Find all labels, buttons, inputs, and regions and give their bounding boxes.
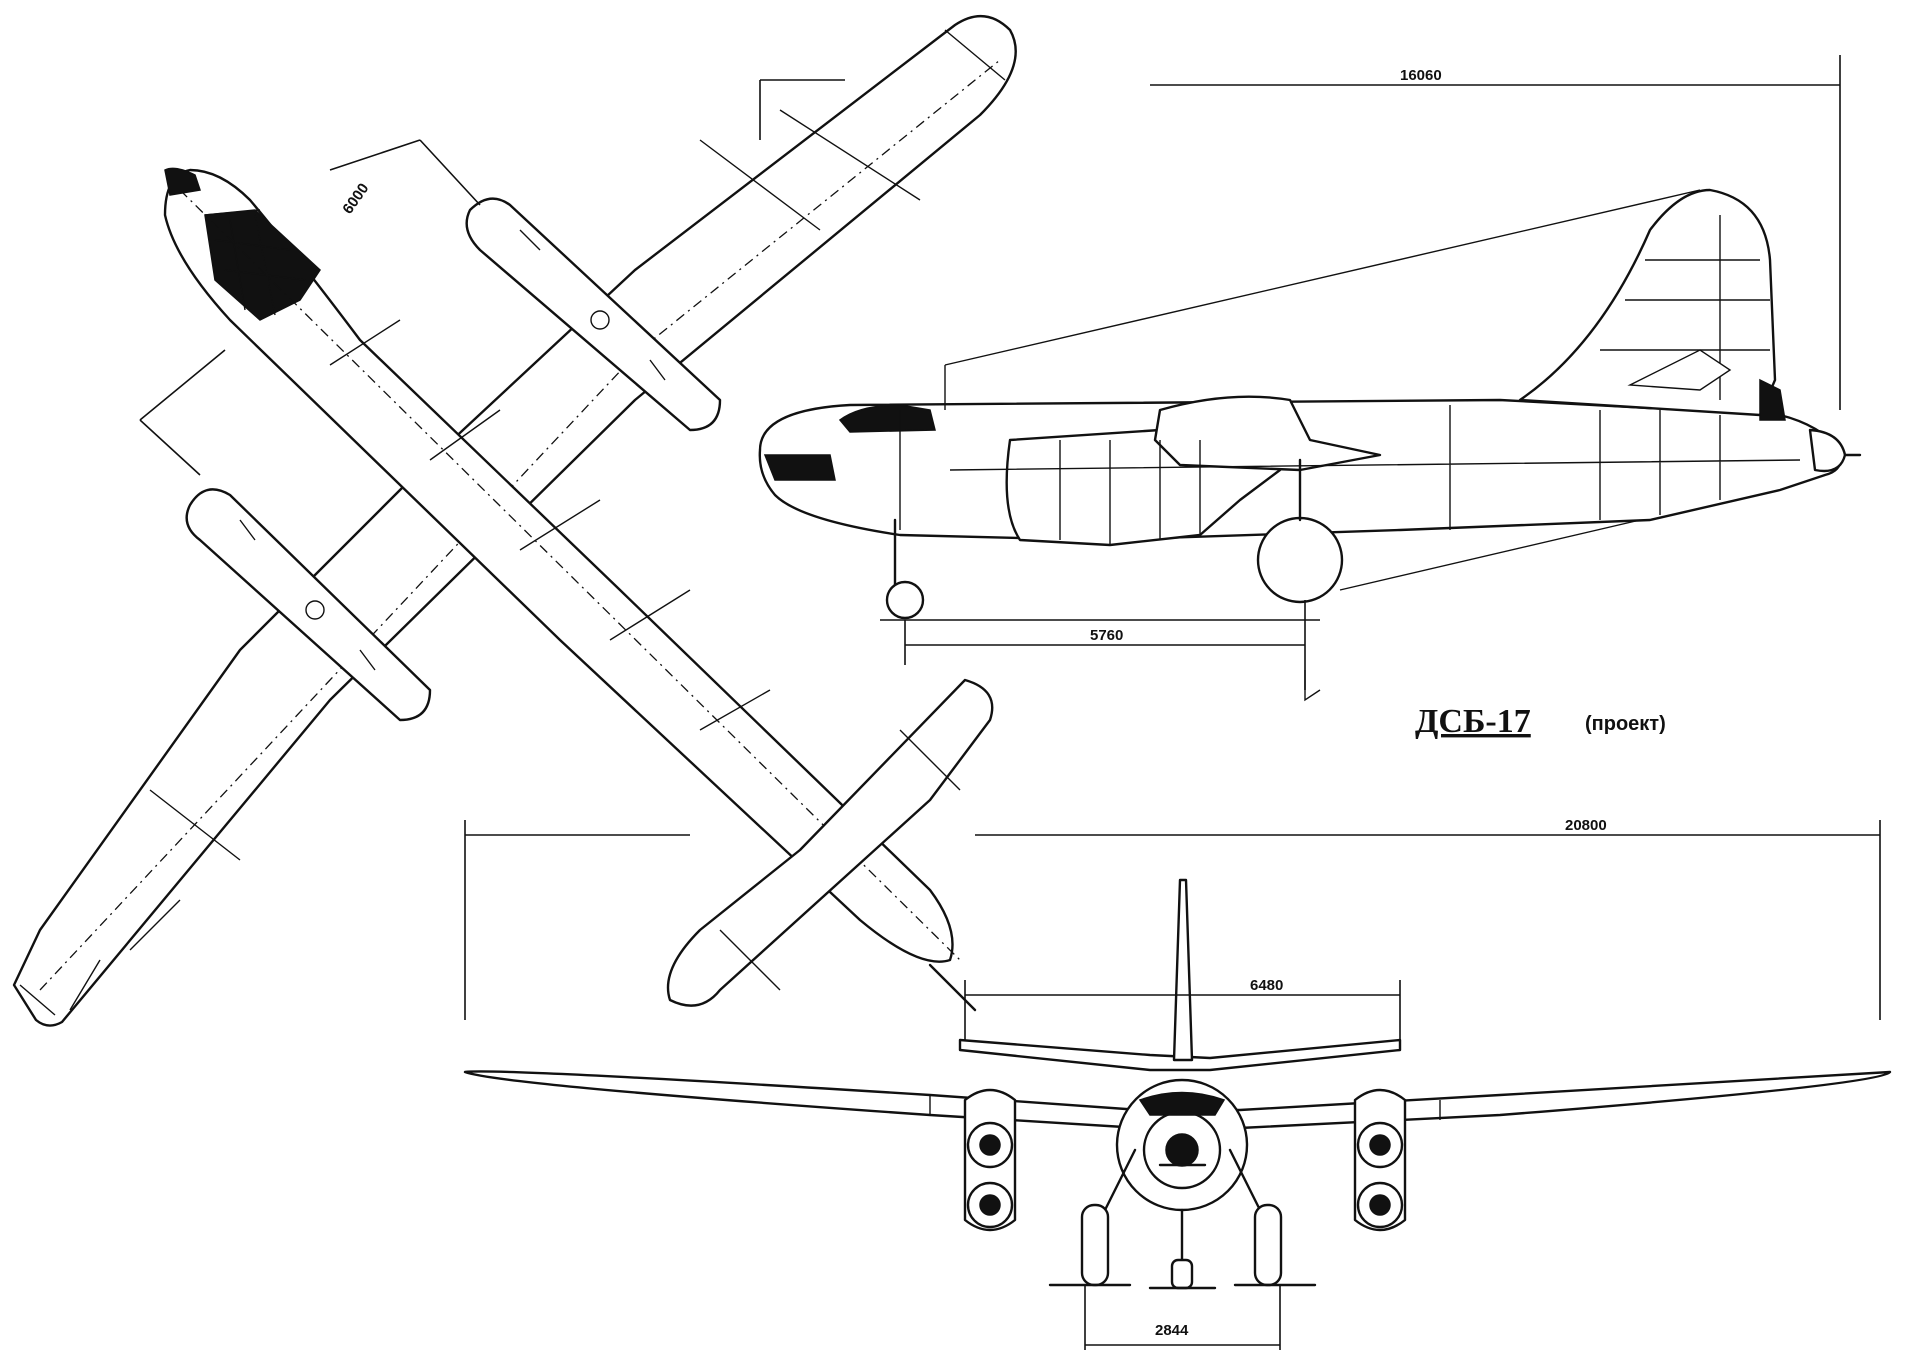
front-fuselage	[1115, 1078, 1249, 1212]
front-view: 20800 6480 2844	[463, 817, 1892, 1350]
front-main-gear-left	[1048, 1148, 1137, 1287]
plan-nacelle-upper	[465, 197, 722, 432]
drawing-title: ДСБ-17 (проект)	[1415, 703, 1666, 740]
side-view: 16060 5760	[758, 55, 1862, 702]
side-dimension-5760: 5760	[904, 600, 1306, 690]
plan-nacelle-lower	[185, 488, 432, 722]
title-text: ДСБ-17	[1415, 703, 1531, 740]
front-nose-gear	[1148, 1208, 1217, 1290]
plan-dimension-6000-label: 6000	[339, 180, 372, 217]
side-dimension-16060: 16060	[759, 55, 1841, 410]
front-dimension-6480: 6480	[964, 977, 1401, 1040]
plan-main-wing	[12, 14, 1017, 1027]
front-fin	[1172, 878, 1194, 1062]
side-canopy	[838, 404, 936, 433]
plan-fuselage	[163, 167, 961, 963]
side-nose-gear	[885, 518, 925, 620]
side-dimension-16060-label: 16060	[1400, 67, 1442, 84]
front-dimension-20800: 20800	[464, 817, 1881, 1020]
front-engine-left	[963, 1088, 1017, 1232]
subtitle-text: (проект)	[1585, 713, 1666, 735]
plan-view: 6000	[12, 14, 1017, 1027]
side-nose-glazing	[763, 454, 836, 481]
front-dimension-2844-label: 2844	[1155, 1322, 1189, 1339]
plan-tail	[666, 678, 994, 1012]
front-tailplane	[958, 1038, 1402, 1072]
front-dimension-2844: 2844	[1084, 1285, 1281, 1350]
side-main-gear	[1256, 458, 1344, 604]
front-main-gear-right	[1228, 1148, 1317, 1287]
front-dimension-6480-label: 6480	[1250, 977, 1283, 994]
front-engine-right	[1353, 1088, 1407, 1232]
side-dimension-5760-label: 5760	[1090, 627, 1123, 644]
front-dimension-20800-label: 20800	[1565, 817, 1607, 834]
